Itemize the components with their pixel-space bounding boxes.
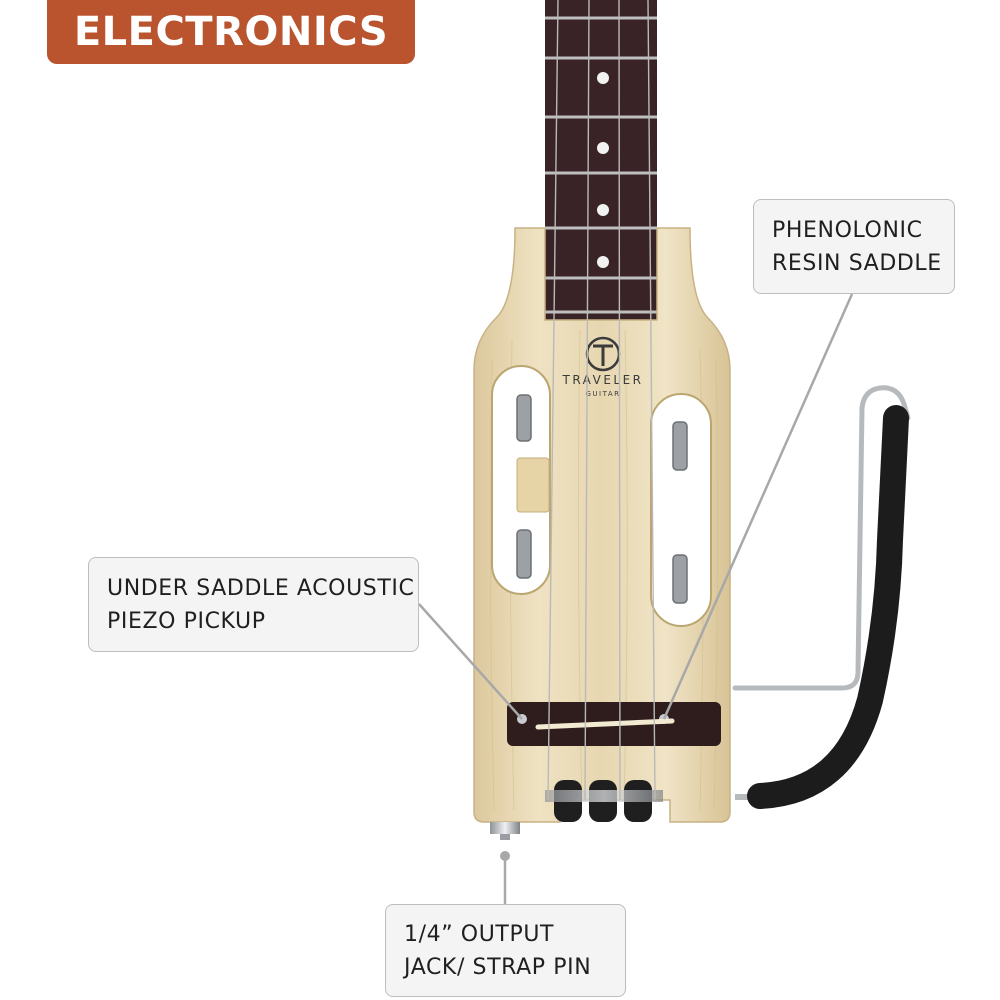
tuners — [516, 394, 688, 604]
leg-rest — [732, 385, 911, 809]
callout-line: PHENOLONIC — [772, 217, 923, 243]
callout-line: UNDER SADDLE ACOUSTIC — [107, 575, 415, 601]
brand-name: TRAVELER — [561, 373, 643, 387]
strings — [547, 0, 656, 801]
leader-dot-icon — [500, 851, 510, 861]
callout-phenolonic-saddle: PHENOLONIC RESIN SADDLE — [753, 199, 955, 294]
section-badge: ELECTRONICS — [47, 0, 415, 64]
fret-markers — [597, 72, 609, 268]
callout-piezo-pickup: UNDER SADDLE ACOUSTIC PIEZO PICKUP — [88, 557, 419, 652]
guitar-neck — [545, 0, 657, 320]
right-cutout — [650, 393, 712, 627]
brand-sub: GUITAR — [586, 390, 621, 398]
output-jack — [490, 822, 520, 840]
saddle — [535, 718, 675, 730]
fretboard — [545, 0, 657, 320]
frets — [545, 16, 657, 314]
callout-line: JACK/ STRAP PIN — [404, 954, 592, 980]
callout-line: RESIN SADDLE — [772, 250, 942, 276]
guitar-body: TRAVELER GUITAR — [473, 0, 731, 823]
leg-rest-rod — [732, 385, 911, 691]
leader-lines — [418, 293, 854, 904]
leg-rest-foam — [747, 405, 909, 809]
callout-output-jack: 1/4” OUTPUT JACK/ STRAP PIN — [385, 904, 626, 997]
callout-line: PIEZO PICKUP — [107, 608, 266, 634]
callout-line: 1/4” OUTPUT — [404, 921, 555, 947]
